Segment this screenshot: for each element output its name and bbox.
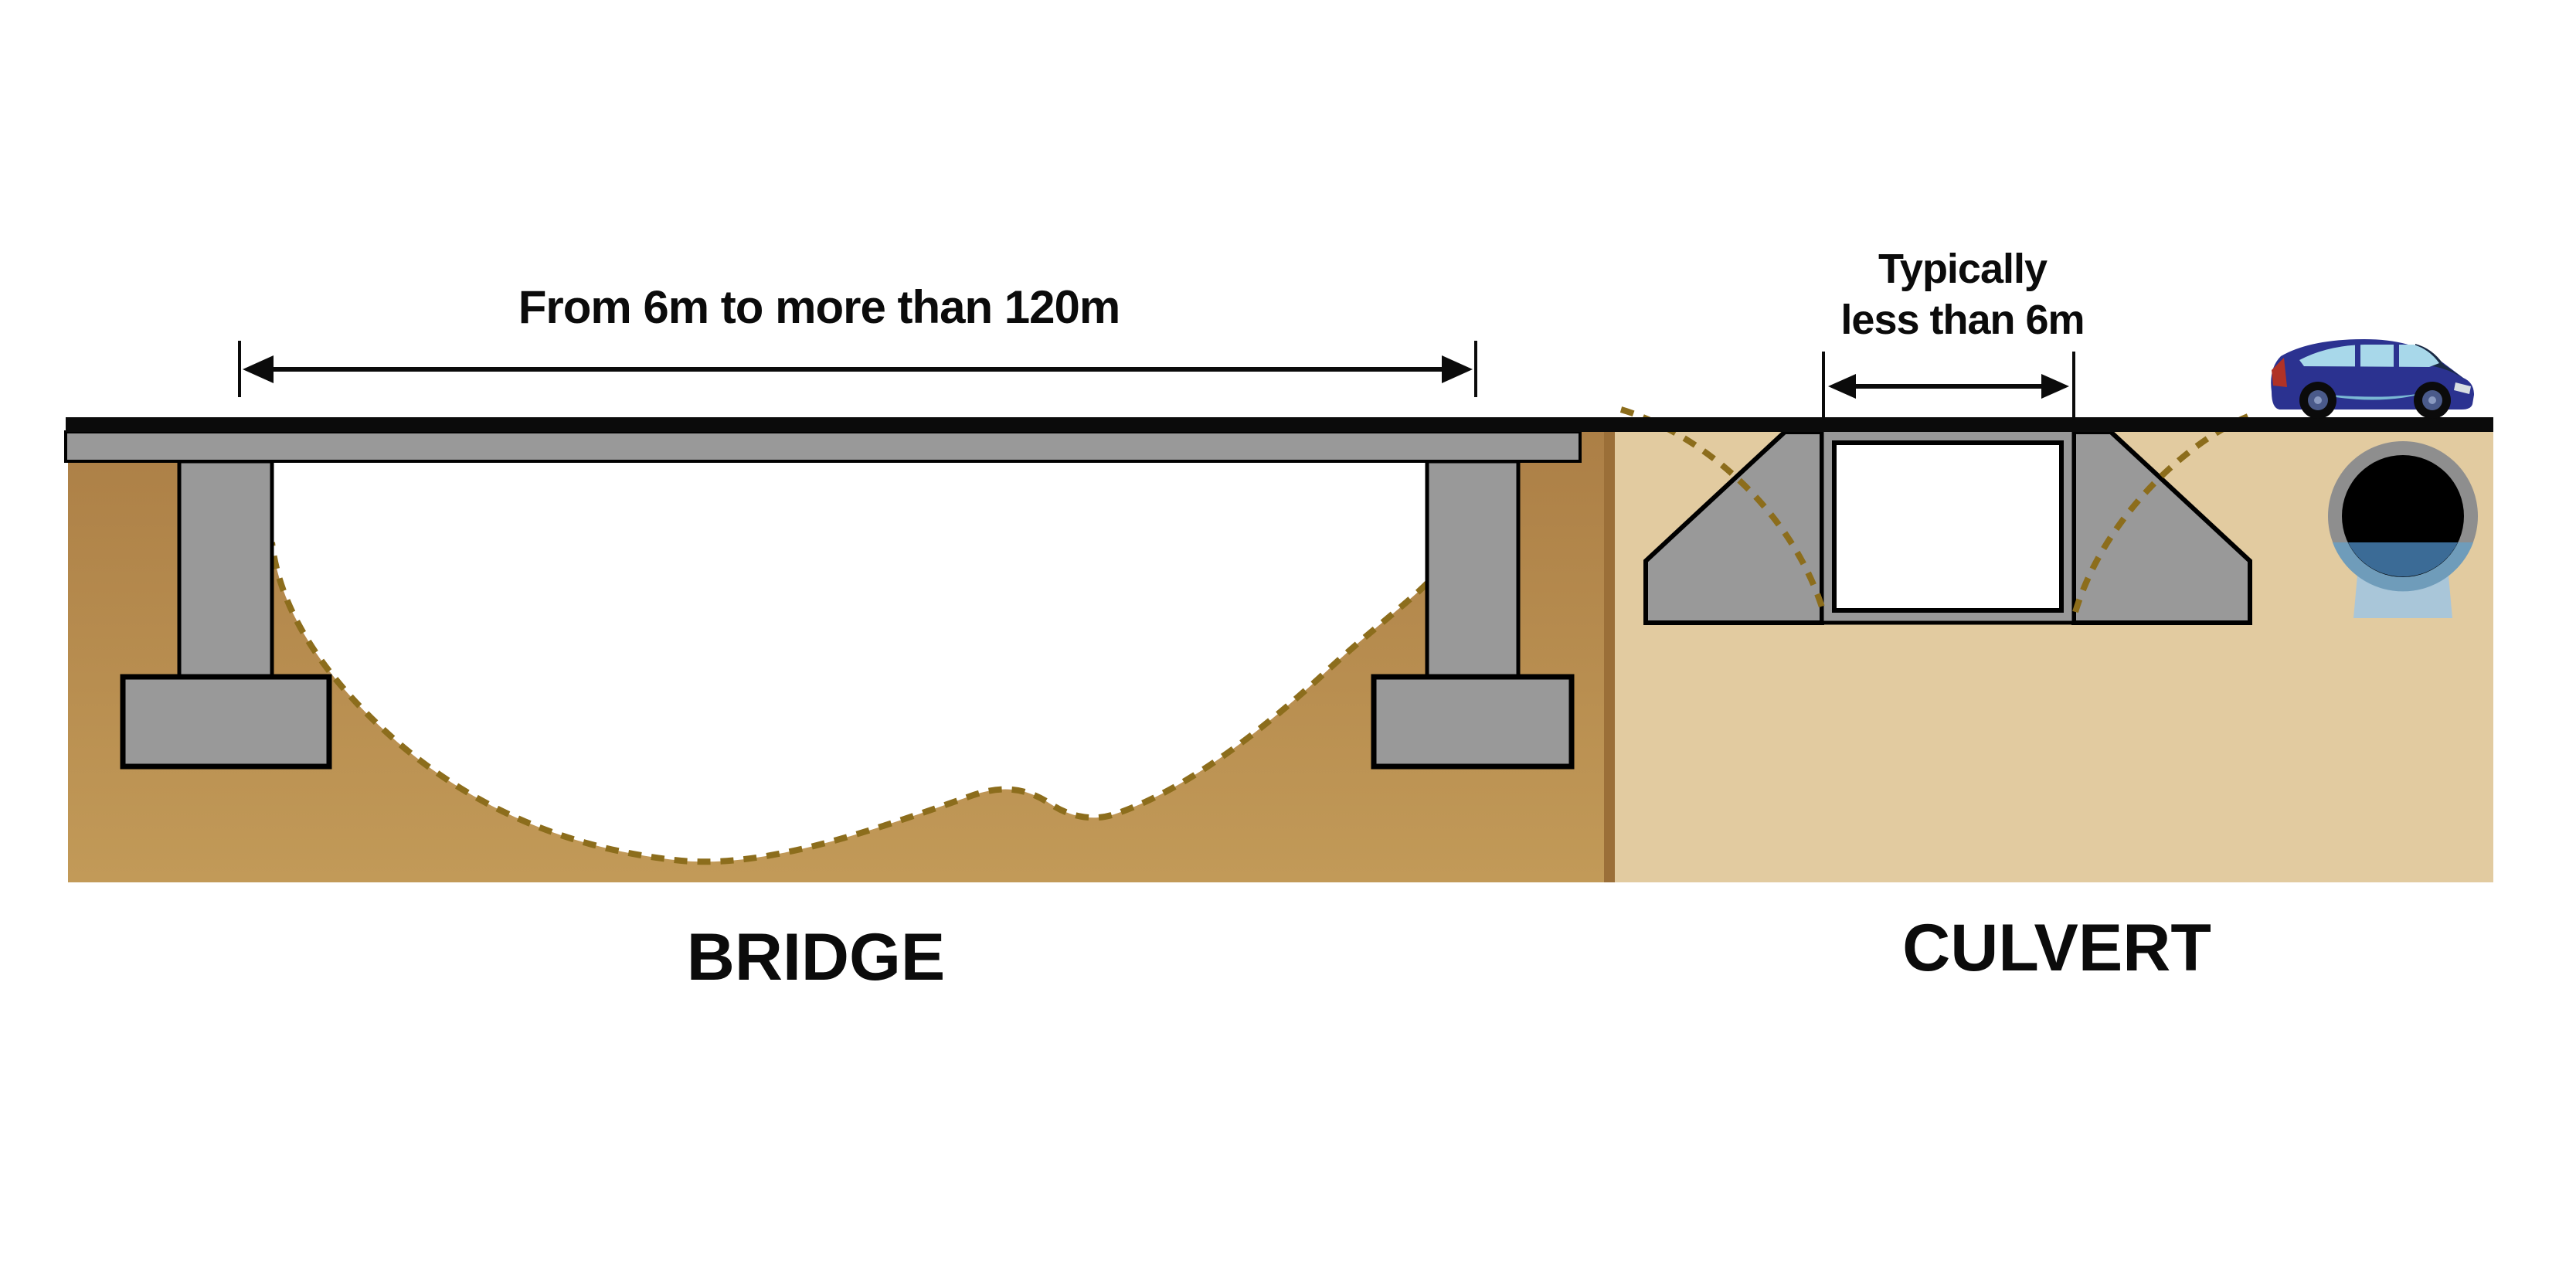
arrow-left-icon — [243, 355, 274, 383]
car-headlight — [2454, 382, 2471, 394]
bridge-footing-left — [120, 674, 332, 770]
stream-bed-dashed-line — [269, 542, 1429, 865]
culvert-span-annotation-line2: less than 6m — [1840, 297, 2084, 343]
bridge-label: BRIDGE — [687, 920, 945, 994]
dim-line — [263, 367, 1453, 372]
pipe-water — [2348, 542, 2458, 577]
bridge-waterway-opening — [272, 461, 1427, 862]
car-windows — [2299, 345, 2439, 367]
bridge-deck — [64, 430, 1582, 463]
bridge-pier-left — [177, 459, 274, 682]
pipe-culvert-icon — [2328, 441, 2478, 618]
dim-tick-left — [238, 341, 241, 397]
arrow-left-icon — [1828, 374, 1856, 399]
bridge-footing-right — [1371, 674, 1575, 770]
bridge-pier-right — [1425, 459, 1521, 682]
culvert-label: CULVERT — [1902, 911, 2211, 985]
dim-line — [1848, 384, 2049, 389]
dim-tick-right — [2072, 352, 2075, 417]
culvert-span-annotation-line1: Typically — [1878, 246, 2048, 292]
dim-tick-left — [1822, 352, 1825, 417]
dim-tick-right — [1474, 341, 1477, 397]
culvert-span-dimension: Typically less than 6m — [1822, 246, 2085, 417]
road-surface — [66, 417, 2493, 432]
car-hub-front — [2428, 396, 2436, 404]
earth-edge-strip — [1604, 432, 1615, 882]
bridge-span-annotation: From 6m to more than 120m — [518, 281, 1120, 333]
arrow-right-icon — [1442, 355, 1473, 383]
car-hub-rear — [2314, 396, 2322, 404]
bridge-span-dimension: From 6m to more than 120m — [238, 281, 1477, 397]
culvert-opening — [1832, 440, 2064, 613]
arrow-right-icon — [2041, 374, 2069, 399]
car-side-swoosh — [2313, 392, 2429, 400]
car-pillar-c — [2394, 344, 2399, 367]
car-pillar-b — [2355, 344, 2360, 367]
car-icon — [2271, 339, 2474, 419]
car-taillight — [2272, 358, 2287, 387]
